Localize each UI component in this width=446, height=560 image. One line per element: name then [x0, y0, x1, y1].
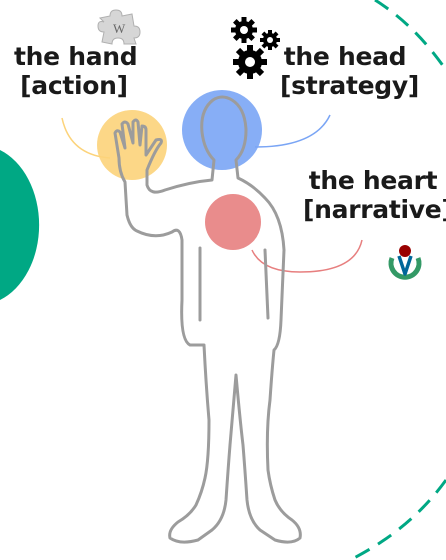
human-body-outline [113, 95, 302, 544]
head-label: the head [strategy] [280, 42, 419, 100]
heart-label-title: the heart [308, 166, 438, 195]
wikipedia-puzzle-icon: W [97, 9, 141, 45]
gears-icon [231, 17, 280, 79]
body-inner-arm-line-right [263, 248, 270, 320]
heart-label: the heart [narrative] [303, 166, 446, 224]
head-circle [182, 90, 262, 170]
hand-label-subtitle: [action] [20, 71, 128, 100]
heart-label-subtitle: [narrative] [303, 195, 446, 224]
hand-label: the hand [action] [14, 42, 138, 100]
heart-circle [205, 194, 261, 250]
head-connector-line [254, 114, 331, 148]
wikipedia-letter: W [113, 21, 126, 36]
teal-arc [0, 150, 40, 300]
heart-connector-line [251, 239, 363, 273]
head-label-subtitle: [strategy] [280, 71, 419, 100]
hand-label-title: the hand [14, 42, 138, 71]
hand-circle [97, 110, 167, 180]
dashed-arc-top [374, 0, 446, 71]
wikimedia-logo-icon [388, 245, 422, 280]
dashed-arc-bottom [349, 479, 446, 560]
head-label-title: the head [283, 42, 407, 71]
